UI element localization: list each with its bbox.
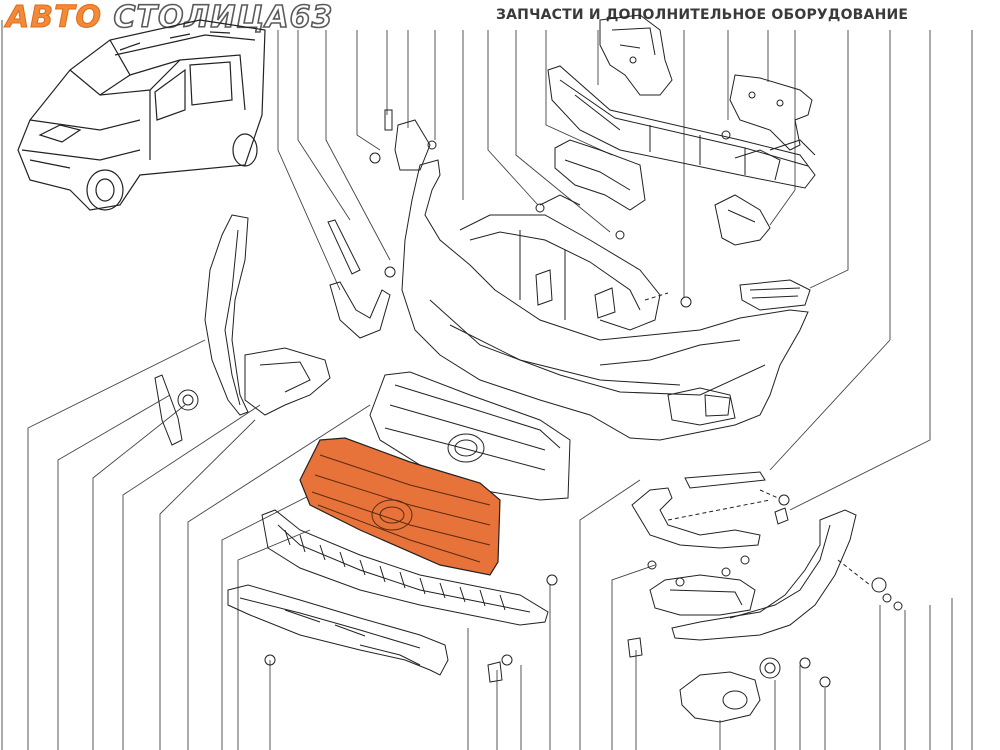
car-thumbnail [17, 19, 266, 211]
lower-mesh-grille [261, 509, 549, 626]
callout-line [297, 30, 351, 221]
callout-line [159, 419, 256, 750]
bolts-top [369, 109, 731, 308]
callout-line [515, 30, 611, 233]
callout-line [769, 30, 891, 471]
callout-line [545, 30, 613, 156]
assembly-arrows [644, 292, 871, 586]
left-fog-lamp [177, 389, 199, 411]
header-banner: АВТО СТОЛИЦА63 ЗАПЧАСТИ И ДОПОЛНИТЕЛЬНОЕ… [0, 0, 1000, 35]
logo-word-stolitsa: СТОЛИЦА63 [113, 0, 334, 35]
callout-line [237, 529, 311, 750]
callout-line [487, 30, 539, 206]
beam-bracket-right [729, 74, 813, 151]
beam-bracket-lower [554, 139, 646, 211]
left-fender-extension [204, 214, 249, 416]
callout-line [579, 479, 641, 750]
callout-lines [1, 20, 973, 750]
bumper-beam [547, 65, 816, 189]
callout-line [57, 394, 171, 750]
callout-line [221, 479, 341, 750]
radiator-grille-highlighted [299, 437, 501, 576]
upper-molding-strip [327, 219, 361, 275]
callout-line [27, 339, 206, 750]
left-small-bracket [154, 374, 183, 446]
callout-line [611, 564, 656, 750]
right-upper-trim [684, 471, 766, 489]
left-fog-bracket [244, 347, 331, 416]
callout-line [325, 30, 391, 261]
callout-line [809, 30, 849, 289]
callout-line [277, 30, 341, 291]
callout-line [92, 404, 186, 750]
callout-line [769, 30, 796, 226]
beam-bracket-top [599, 14, 673, 96]
brand-logo: АВТО СТОЛИЦА63 [5, 0, 334, 35]
callout-line [356, 30, 381, 151]
right-fog-surround [631, 487, 761, 549]
front-bumper [401, 159, 809, 441]
right-fog-lamp-frame [679, 671, 761, 723]
callout-line [187, 404, 371, 750]
callout-line [789, 30, 931, 511]
logo-word-avto: АВТО [5, 0, 103, 35]
grille-trim-left [329, 281, 391, 339]
right-fog-bracket [649, 574, 756, 616]
callout-line [122, 404, 261, 750]
upper-grille-frame [369, 371, 571, 501]
right-fog-lamp [759, 657, 781, 679]
header-subtitle: ЗАПЧАСТИ И ДОПОЛНИТЕЛЬНОЕ ОБОРУДОВАНИЕ [496, 7, 909, 23]
bracket-clip [739, 279, 811, 311]
right-fender-extension [671, 509, 857, 641]
radiator-grille-details [311, 454, 491, 563]
lower-spoiler [227, 584, 449, 676]
side-mount-bracket [714, 194, 771, 246]
right-small-fasteners [264, 494, 903, 688]
